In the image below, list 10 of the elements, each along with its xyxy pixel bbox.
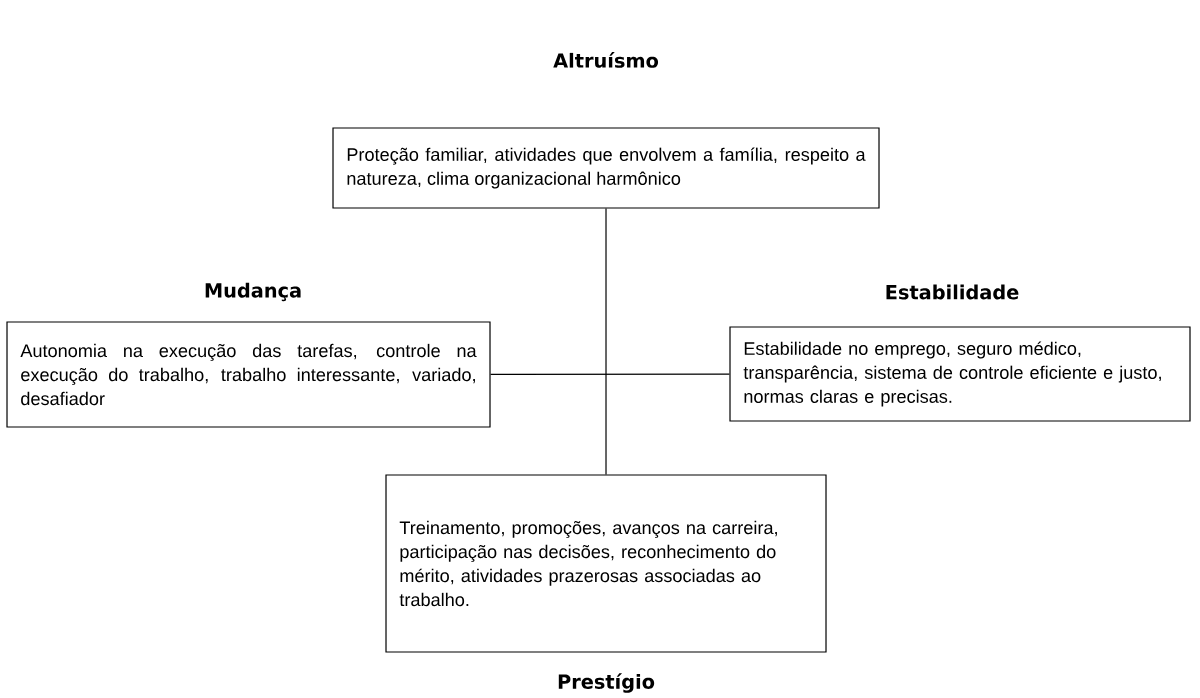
heading: Mudança [205, 282, 301, 302]
text-box: Treinamento, promoções, avanços na carreira, participação nas decisões, reconhecimento do mérito, atividades prazerosas associadas ao trabalho. [385, 474, 827, 653]
text-box: Autonomia na execução das tarefas, controle na execução do trabalho, trabalho interessante, variado, desafiador [6, 321, 491, 428]
heading: Estabilidade [886, 284, 1019, 300]
text-box: Proteção familiar, atividades que envolvem a família, respeito a natureza, clima organizacional harmônico [332, 127, 880, 209]
heading: Prestígio [558, 673, 655, 693]
heading: Altruísmo [553, 52, 659, 68]
connector-line [490, 373, 730, 375]
connector-line [605, 208, 607, 475]
text-box: Estabilidade no emprego, seguro médico, transparência, sistema de controle eficiente e justo, normas claras e precisas. [729, 326, 1191, 422]
